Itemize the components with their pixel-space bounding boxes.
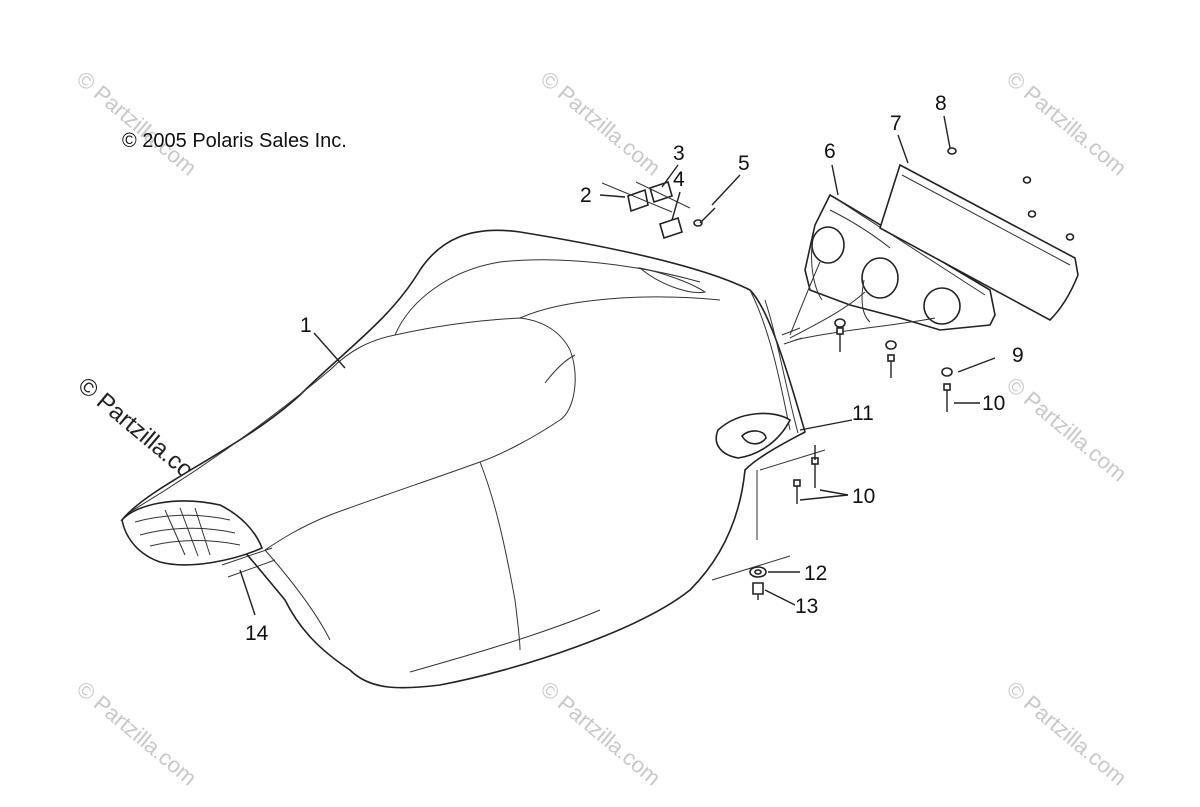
callout-8: 8 bbox=[935, 92, 947, 115]
seat-assembly[interactable] bbox=[120, 229, 826, 689]
hardware[interactable] bbox=[749, 147, 1075, 600]
callout-11: 11 bbox=[852, 402, 874, 425]
decal-set[interactable] bbox=[601, 180, 716, 240]
callout-7: 7 bbox=[890, 112, 902, 135]
callouts: 1 2 3 4 5 6 7 8 9 10 11 10 12 13 14 bbox=[245, 92, 1024, 645]
copyright-text: © 2005 Polaris Sales Inc. bbox=[122, 130, 347, 152]
callout-3: 3 bbox=[673, 142, 685, 165]
callout-12: 12 bbox=[804, 562, 827, 585]
callout-4: 4 bbox=[673, 168, 685, 191]
taillight-lens[interactable] bbox=[879, 163, 1079, 321]
callout-13: 13 bbox=[795, 595, 818, 618]
callout-1: 1 bbox=[300, 314, 312, 337]
callout-9: 9 bbox=[1012, 344, 1024, 367]
seat-strip[interactable] bbox=[221, 547, 276, 616]
leader-lines bbox=[313, 115, 996, 606]
taillight-housing[interactable] bbox=[781, 193, 996, 345]
callout-6: 6 bbox=[824, 140, 836, 163]
callout-10-lower: 10 bbox=[852, 485, 875, 508]
callout-14: 14 bbox=[245, 622, 269, 645]
callout-5: 5 bbox=[738, 152, 750, 175]
callout-2: 2 bbox=[580, 184, 592, 207]
callout-10-upper: 10 bbox=[982, 392, 1005, 415]
